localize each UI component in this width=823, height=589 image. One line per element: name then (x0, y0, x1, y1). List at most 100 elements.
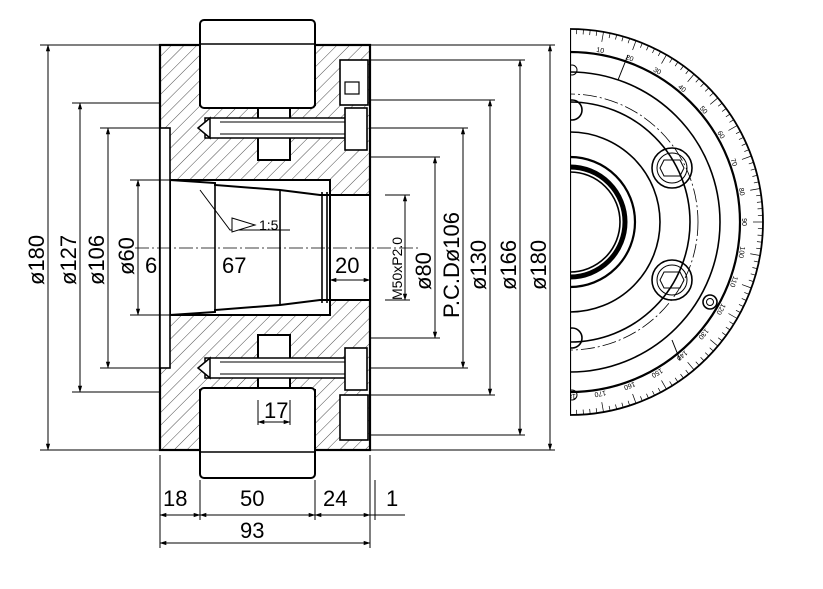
dial-tick (601, 402, 604, 413)
dim-d130: ø130 (466, 240, 491, 290)
dial-tick-label: 170 (594, 389, 607, 398)
dial-tick-label: 30 (652, 67, 662, 77)
dial-tick (741, 143, 747, 146)
dial-tick (752, 174, 758, 177)
dial-tick (756, 201, 762, 203)
dial-tick-label: 10 (596, 47, 605, 55)
dial-tick (728, 313, 738, 319)
dial-tick (657, 51, 661, 57)
dial-tick (700, 356, 705, 362)
dim-24: 24 (323, 486, 347, 511)
dial-tick (685, 369, 690, 375)
dial-tick (680, 373, 684, 379)
dial-tick (741, 155, 752, 160)
dial-tick (674, 377, 679, 383)
bolt-top (196, 107, 368, 151)
taper-label: 1:5 (259, 217, 279, 233)
dial-tick (695, 78, 700, 83)
dial-tick-label: 80 (737, 187, 745, 196)
dial-tick (608, 33, 611, 39)
dial-tick (752, 267, 758, 270)
dim-d60: ø60 (114, 237, 139, 275)
dial-tick (695, 361, 700, 366)
dial-tick (674, 61, 679, 67)
dial-tick (709, 92, 714, 97)
small-screw (702, 294, 718, 310)
dial-tick (750, 273, 756, 276)
dim-d180-left: ø180 (24, 235, 49, 285)
dial-tick (725, 326, 731, 331)
dial-tick (657, 387, 661, 393)
dim-6: 6 (145, 253, 157, 278)
dial-tick (640, 42, 643, 48)
dial-tick (669, 58, 673, 63)
dial-tick (738, 137, 744, 140)
dial-tick (756, 194, 762, 197)
dial-tick (735, 131, 741, 135)
dim-d127: ø127 (56, 235, 81, 285)
dial-tick (652, 390, 655, 396)
dial-tick (750, 188, 761, 191)
dial-tick (595, 408, 598, 414)
dial-tick (741, 298, 747, 301)
end-view: 1020304050607080901001101201301401501601… (570, 28, 764, 416)
dial-tick-label: 100 (737, 246, 746, 259)
screw-top (651, 147, 693, 189)
right-dimensions: ø80 P.C.Dø106 ø130 ø166 ø180 (370, 44, 555, 451)
taper-bore (169, 178, 331, 317)
dial-tick (721, 108, 727, 112)
dial-tick (750, 168, 756, 171)
dial-tick (738, 304, 744, 307)
dial-tick (646, 393, 649, 399)
dial-tick-label: 60 (715, 130, 725, 140)
dial-tick (717, 337, 723, 342)
dial-tick (640, 396, 643, 402)
section-view: 1:5 (135, 19, 420, 479)
dial-tick (704, 87, 710, 92)
dim-pcd106: P.C.Dø106 (439, 212, 464, 318)
dial-tick (621, 402, 624, 408)
dim-20: 20 (335, 253, 359, 278)
dial-tick-label: 150 (650, 366, 664, 378)
dial-tick (729, 321, 734, 325)
dial-tick (627, 38, 630, 44)
dial-tick (709, 347, 714, 352)
top-key (199, 19, 316, 109)
dial-tick-label: 70 (729, 158, 738, 168)
dial-tick (756, 247, 762, 250)
dial-tick-label: 50 (698, 105, 708, 116)
dial-tick (608, 405, 611, 411)
dial-tick (709, 339, 719, 347)
dial-tick (721, 332, 727, 336)
dim-18: 18 (163, 486, 187, 511)
dial-tick (601, 31, 604, 42)
dial-tick (717, 102, 723, 107)
dial-tick (704, 352, 710, 357)
dial-tick (632, 40, 637, 51)
dial-tick (728, 125, 738, 131)
dial-tick (748, 162, 754, 165)
dial-tick (687, 73, 695, 83)
dial-tick (756, 241, 762, 243)
dial-tick (709, 97, 719, 105)
dial-tick (748, 279, 754, 282)
dial-tick-label: 20 (625, 54, 635, 63)
bore-dimensions: 6 67 20 M50xP2.0 17 (145, 194, 410, 425)
dial-tick (744, 292, 750, 295)
dial-tick (753, 181, 759, 184)
dial-tick (627, 400, 630, 406)
dial-tick (729, 119, 734, 123)
dim-17: 17 (264, 398, 288, 423)
screw-bottom (651, 259, 693, 301)
dial-tick (735, 309, 741, 313)
dial-tick (661, 54, 667, 64)
dial-tick (744, 149, 750, 152)
dial-tick (685, 69, 690, 75)
dial-tick (661, 380, 667, 390)
dial-tick (687, 361, 695, 371)
dim-50: 50 (240, 486, 264, 511)
dial-tick (741, 284, 752, 289)
dial-tick (615, 34, 618, 40)
left-dimensions: ø180 ø127 ø106 ø60 (24, 44, 170, 451)
dial-tick (750, 253, 761, 256)
